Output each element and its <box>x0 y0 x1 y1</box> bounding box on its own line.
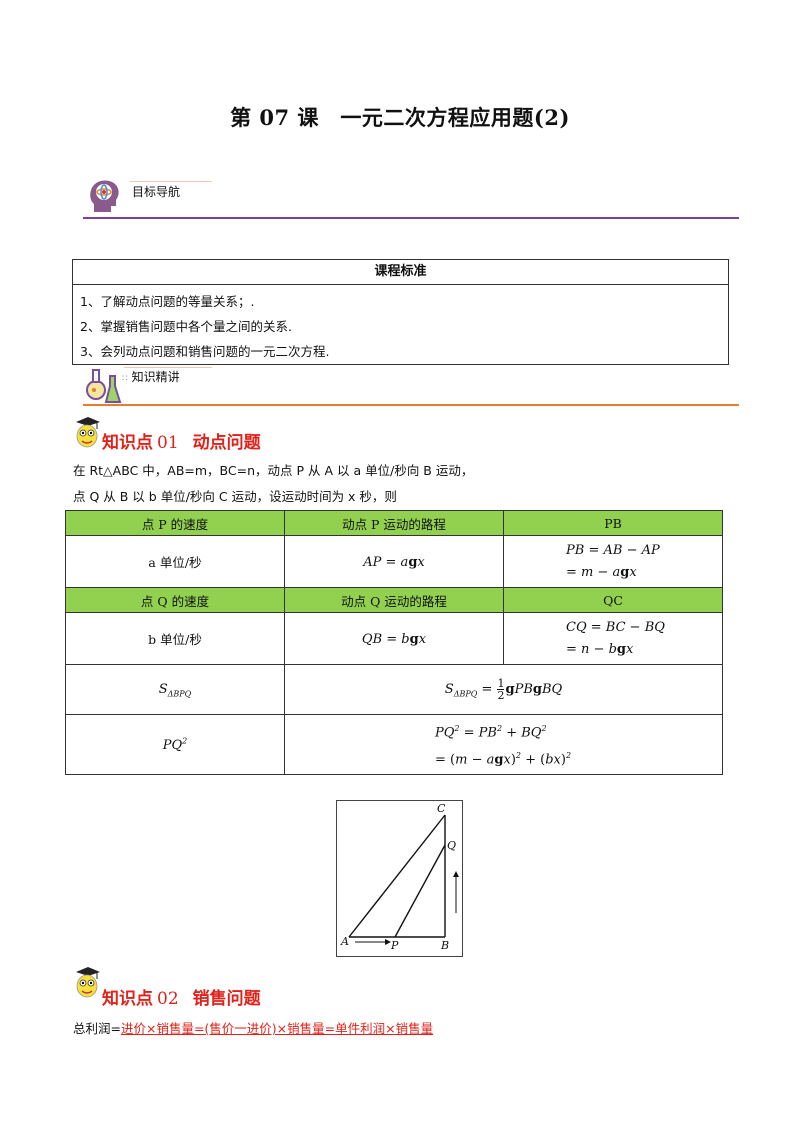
course-standards-header: 课程标准 <box>73 260 728 285</box>
standard-item-2: 2、掌握销售问题中各个量之间的关系. <box>80 319 292 334</box>
orange-divider <box>83 404 739 406</box>
table-row: b 单位/秒 QB = bgx CQ = BC − BQ= n − bgx <box>65 612 723 665</box>
table-cell: SΔBPQ <box>65 664 285 715</box>
knowledge-nav-label: ∷ 知识精讲 <box>122 368 180 385</box>
goal-nav-label: 目标导航 <box>132 185 181 199</box>
kp2-name: 销售问题 <box>192 989 261 1009</box>
page-title: 第 07 课 一元二次方程应用题(2) <box>230 105 570 130</box>
table-row: 点 Q 的速度 动点 Q 运动的路程 QC <box>65 587 723 613</box>
table-cell: a 单位/秒 <box>65 535 285 588</box>
table-header-cell: 动点 P 运动的路程 <box>284 510 504 536</box>
sales-formula-body: 进价×销售量=(售价一进价)×销售量=单件利润×销售量 <box>120 1021 434 1036</box>
table-header-cell: 动点 Q 运动的路程 <box>284 587 504 613</box>
table-cell: AP = agx <box>284 535 504 588</box>
table-cell: b 单位/秒 <box>65 612 285 665</box>
course-standards-box: 课程标准 1、了解动点问题的等量关系；. 2、掌握销售问题中各个量之间的关系. … <box>72 259 729 365</box>
kp1-intro-line2: 点 Q 从 B 以 b 单位/秒向 C 运动，设运动时间为 x 秒，则 <box>73 489 397 504</box>
mascot-icon <box>72 416 100 450</box>
kp1-label: 知识点 <box>102 433 153 453</box>
knowledge-label-text: 知识精讲 <box>131 370 180 384</box>
table-header-cell: QC <box>503 587 723 613</box>
point-label: A <box>341 935 349 948</box>
table-cell: PB = AB − AP= m − agx <box>503 535 723 588</box>
point-label: P <box>391 939 399 952</box>
table-row: a 单位/秒 AP = agx PB = AB − AP= m − agx <box>65 535 723 588</box>
point-label: C <box>437 802 446 815</box>
kp1-intro-line1: 在 Rt△ABC 中，AB=m，BC=n，动点 P 从 A 以 a 单位/秒向 … <box>73 463 474 478</box>
goal-label-underline <box>130 181 212 182</box>
brain-icon <box>86 176 124 216</box>
standard-item-1: 1、了解动点问题的等量关系；. <box>80 294 255 309</box>
kp1-number: 01 <box>157 433 179 453</box>
table-row: 点 P 的速度 动点 P 运动的路程 PB <box>65 510 723 536</box>
table-header-cell: 点 Q 的速度 <box>65 587 285 613</box>
point-label: Q <box>447 839 457 852</box>
table-cell: CQ = BC − BQ= n − bgx <box>503 612 723 665</box>
motion-table: 点 P 的速度 动点 P 运动的路程 PB a 单位/秒 AP = agx PB… <box>65 510 723 775</box>
kp2-label: 知识点 <box>102 989 153 1009</box>
table-header-cell: PB <box>503 510 723 536</box>
purple-divider <box>83 217 739 219</box>
sales-formula-prefix: 总利润= <box>73 1021 121 1036</box>
standard-item-3: 3、会列动点问题和销售问题的一元二次方程. <box>80 344 330 359</box>
flask-icon <box>84 364 122 404</box>
kp2-number: 02 <box>157 989 179 1009</box>
table-row: PQ2 PQ2 = PB2 + BQ2= (m − agx)2 + (bx)2 <box>65 714 723 775</box>
knowledge-label-underline <box>124 367 212 368</box>
table-header-cell: 点 P 的速度 <box>65 510 285 536</box>
kp1-name: 动点问题 <box>192 433 261 453</box>
sparkle-icon: ∷ <box>122 374 128 384</box>
triangle-figure: A P B Q C <box>336 800 463 957</box>
table-cell: PQ2 = PB2 + BQ2= (m − agx)2 + (bx)2 <box>284 714 723 775</box>
mascot-icon <box>72 966 100 1000</box>
point-label: B <box>441 939 450 952</box>
table-cell: QB = bgx <box>284 612 504 665</box>
sales-formula: 总利润=进价×销售量=(售价一进价)×销售量=单件利润×销售量 <box>73 1018 433 1037</box>
table-cell: PQ2 <box>65 714 285 775</box>
